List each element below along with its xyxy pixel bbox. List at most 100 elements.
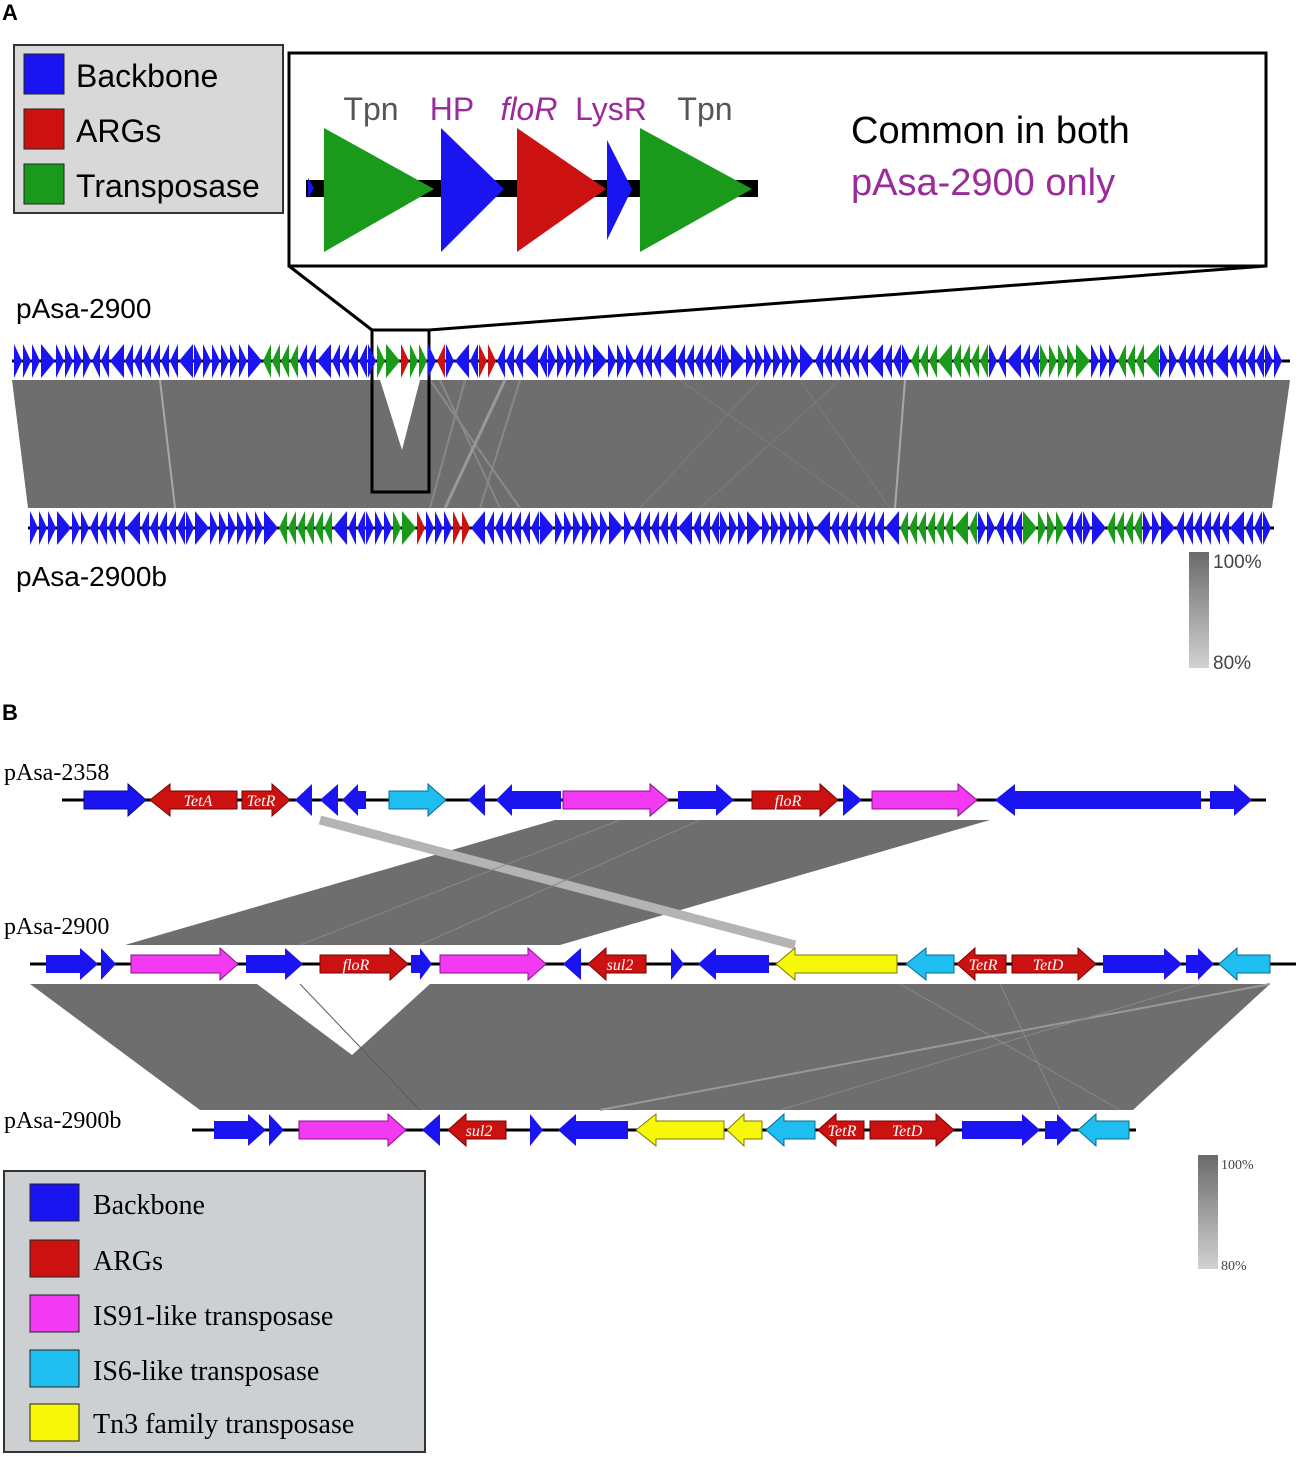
gene-arrow [584,344,592,378]
gene-arrow [660,511,668,545]
plasmid-label-2358: pAsa-2358 [4,760,109,786]
gene-arrow [608,344,616,378]
gene-arrow [366,511,374,545]
gene-arrow [357,511,365,545]
gene-arrow [807,511,815,545]
gene-arrow [1118,344,1126,378]
gene-arrow [909,511,917,545]
legend-b-label-0: Backbone [93,1190,205,1221]
gene-arrow [729,511,737,545]
gene-arrow [555,511,563,545]
gene-arrow [419,344,427,378]
gene-arrow [1187,344,1195,378]
panel-a-legend: Backbone ARGs Transposase [13,44,284,214]
gene-arrow [506,344,514,378]
scale-b-min: 80% [1221,1259,1247,1274]
similarity-band-b-upper [125,815,990,950]
gene-arrow [497,344,505,378]
gene-arrow [92,344,100,378]
gene-arrow [962,344,970,378]
gene-arrow [738,511,746,545]
gene-arrow [953,344,961,378]
gene-arrow [141,511,149,545]
gene-arrow [1007,344,1021,378]
gene-arrow [203,344,211,378]
gene-arrow [1136,344,1144,378]
gene-arrow [669,511,677,545]
gene-arrow [936,511,944,545]
legend-b-label-2: IS91-like transposase [93,1301,333,1332]
gene-arrow [617,344,625,378]
gene-arrow [902,344,910,378]
gene-arrow [272,344,280,378]
gene-arrow [239,344,247,378]
gene-arrow [686,344,694,378]
gene-arrow [504,511,512,545]
gene-arrow [513,511,521,545]
gene-arrow [1203,511,1211,545]
gene-arrow [938,344,952,378]
gene-arrow [341,344,349,378]
gene-arrow [1161,511,1175,545]
gene-arrow [101,344,109,378]
gene-arrow [927,511,935,545]
gene-arrow [911,344,919,378]
gene-arrow [831,511,839,545]
gene-arrow [143,344,151,378]
gene-arrow [1125,511,1133,545]
gene-arrow [219,511,227,545]
gene-arrow [1022,344,1030,378]
label-sul2-2900b: sul2 [466,1123,493,1140]
plasmid-label-2900: pAsa-2900 [4,914,109,940]
gene-arrow [48,511,56,545]
gene-arrow [99,511,107,545]
gene-arrow [401,344,409,378]
gene-arrow [893,344,901,378]
gene-flor-2900 [319,946,409,982]
gene-arrow [1134,511,1142,545]
gene-arrow [186,511,194,545]
panel-b-label: B [2,700,18,725]
gene-arrow [1214,344,1228,378]
gene-arrow [771,511,779,545]
gene-arrow [593,344,607,378]
gene-arrow [221,344,229,378]
insertion-gap [380,380,420,450]
gene-arrow [702,511,710,545]
gene-arrow [539,344,547,378]
gene-arrow [816,511,830,545]
gene-arrow [57,511,71,545]
gene-arrow [179,344,193,378]
gene-arrow [885,511,899,545]
gene-arrow [884,344,892,378]
gene-arrow [798,511,806,545]
legend-b-label-4: Tn3 family transposase [93,1409,354,1440]
gene-arrow [446,344,454,378]
gene-arrow [1229,344,1237,378]
gene-arrow [117,511,125,545]
gene-arrow [869,344,883,378]
gene-arrow [168,511,176,545]
gene-arrow [789,511,797,545]
gene-arrow [1256,344,1264,378]
gene-arrow [791,344,799,378]
gene-arrow [626,344,634,378]
panel-b-legend: Backbone ARGs IS91-like transposase IS6-… [3,1170,426,1453]
gene-arrow [1127,344,1135,378]
gene-arrow [386,344,400,378]
gene-arrow [515,344,523,378]
legend-swatch-tn3 [29,1403,80,1442]
gene-arrow [929,344,937,378]
gene-arrow [488,344,496,378]
gene-arrow [417,511,425,545]
gene-arrow [609,511,623,545]
gene-arrow [531,511,539,545]
scale-b-max: 100% [1221,1158,1254,1173]
gene-arrow [1076,344,1090,378]
gene-arrow [368,344,376,378]
gene-arrow [152,344,160,378]
gene-sul2-2900b [447,1112,507,1148]
gene-arrow [824,344,832,378]
legend-swatch-backbone-b [29,1183,80,1222]
label-tetr-2358: TetR [247,793,276,810]
